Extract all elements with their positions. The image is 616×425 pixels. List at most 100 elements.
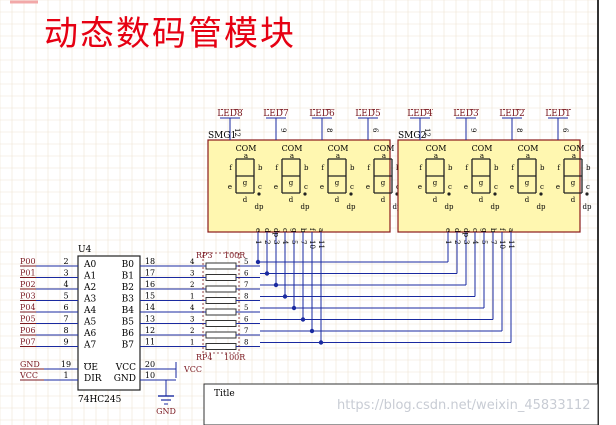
digit-com-label: COM <box>564 144 585 153</box>
segment-dp-label: dp <box>491 203 500 211</box>
resistor-pack-value: 100R <box>224 353 246 362</box>
segment-a-label: a <box>434 152 438 160</box>
digit-net-label: LED5 <box>355 109 381 119</box>
decimal-point <box>447 192 451 196</box>
chip-pin-number: 4 <box>63 280 68 289</box>
resistor-element <box>205 331 237 339</box>
resistor-element <box>205 285 237 293</box>
gnd-net-label: GND <box>156 407 176 416</box>
segment-pin-letter: e <box>444 228 452 232</box>
segment-d-label: d <box>243 196 248 204</box>
resistor-pin-number: 5 <box>244 304 248 312</box>
resistor-pin-number: 5 <box>244 258 248 266</box>
segment-pin-letter: g <box>480 228 488 233</box>
segment-pin-letter: d <box>453 228 461 233</box>
segment-a-label: a <box>572 152 576 160</box>
digit-pin-number: 8 <box>515 128 523 132</box>
segment-b-label: b <box>540 164 545 172</box>
segment-pin-number: 1 <box>254 240 262 244</box>
chip-pin-number: 6 <box>63 303 68 312</box>
segment-d-label: d <box>381 196 386 204</box>
chip-pin-name: VCC <box>115 363 136 373</box>
resistor-pin-number: 8 <box>244 293 248 301</box>
slide-title: 动态数码管模块 <box>44 14 296 54</box>
segment-e-label: e <box>274 183 278 191</box>
segment-g-label: g <box>381 179 386 187</box>
chip-pin-name: B1 <box>122 272 134 282</box>
segment-dp-label: dp <box>393 203 402 211</box>
junction-dot <box>255 259 261 265</box>
decimal-point <box>585 192 589 196</box>
resistor-element <box>205 320 237 327</box>
display-package <box>207 139 391 233</box>
seven-segment-glyph <box>425 158 445 194</box>
segment-dp-label: dp <box>347 203 356 211</box>
chip-pin-name: B4 <box>122 306 135 316</box>
junction-dot <box>300 317 306 322</box>
segment-b-label: b <box>494 164 499 172</box>
segment-d-label: d <box>571 196 576 204</box>
segment-pin-letter: dp <box>462 228 470 237</box>
segment-d-label: d <box>289 196 294 204</box>
digit-com-label: COM <box>472 144 493 153</box>
chip-input-net: P05 <box>20 315 36 324</box>
segment-pin-letter: a <box>507 228 515 232</box>
chip-pin-number: 20 <box>145 360 155 369</box>
watermark: https://blog.csdn.net/weixin_45833112 <box>337 398 591 413</box>
decimal-point <box>493 192 497 196</box>
segment-pin-letter: b <box>299 228 307 233</box>
seven-segment-glyph <box>517 158 537 194</box>
display-package <box>397 139 581 233</box>
junction-dot <box>264 271 270 276</box>
digit-pin-number: 8 <box>325 128 333 132</box>
segment-dp-label: dp <box>583 203 592 211</box>
seven-segment-glyph <box>373 158 393 194</box>
resistor-pin-number: 4 <box>190 258 195 266</box>
segment-e-label: e <box>418 183 422 191</box>
chip-pin-number: 3 <box>63 269 68 278</box>
segment-b-label: b <box>586 164 591 172</box>
resistor-pin-number: 7 <box>244 281 248 289</box>
segment-dp-label: dp <box>301 203 310 211</box>
decimal-point <box>257 192 261 196</box>
segment-a-label: a <box>244 152 248 160</box>
segment-pin-number: 10 <box>498 240 506 249</box>
segment-b-label: b <box>258 164 263 172</box>
resistor-pack-ref: RP3 <box>196 251 213 260</box>
chip-input-net: P03 <box>20 292 36 301</box>
resistor-pin-number: 6 <box>244 270 249 278</box>
segment-g-label: g <box>243 179 248 187</box>
segment-c-label: c <box>350 183 354 191</box>
chip-input-net: P06 <box>20 326 36 335</box>
digit-com-label: COM <box>374 144 395 153</box>
seven-segment-glyph <box>563 158 583 194</box>
digit-pin-number: 6 <box>561 128 569 133</box>
chip-pin-name: B7 <box>122 341 135 351</box>
chip-pin-number: 12 <box>145 326 155 335</box>
segment-pin-number: 7 <box>489 240 497 244</box>
segment-e-label: e <box>228 183 232 191</box>
segment-f-label: f <box>419 164 423 172</box>
segment-pin-letter: a <box>317 228 325 232</box>
resistor-pin-number: 8 <box>244 339 248 347</box>
chip-pin-number: 5 <box>63 292 68 301</box>
control-net-label: VCC <box>19 371 38 380</box>
segment-pin-letter: e <box>254 228 262 232</box>
chip-pin-name: A5 <box>83 318 96 328</box>
segment-pin-number: 5 <box>480 240 488 244</box>
segment-pin-number: 3 <box>272 240 280 244</box>
chip-pin-number: 7 <box>63 315 68 324</box>
resistor-element <box>205 343 237 350</box>
digit-net-label: LED4 <box>407 109 433 119</box>
segment-a-label: a <box>336 152 340 160</box>
segment-a-label: a <box>290 152 294 160</box>
digit-net-label: LED8 <box>217 109 243 119</box>
chip-input-net: P01 <box>20 269 36 278</box>
segment-pin-number: 11 <box>507 240 515 249</box>
segment-pin-letter: c <box>471 228 479 232</box>
segment-d-label: d <box>335 196 340 204</box>
control-net-label: GND <box>20 360 40 369</box>
segment-a-label: a <box>480 152 484 160</box>
segment-dp-label: dp <box>537 203 546 211</box>
